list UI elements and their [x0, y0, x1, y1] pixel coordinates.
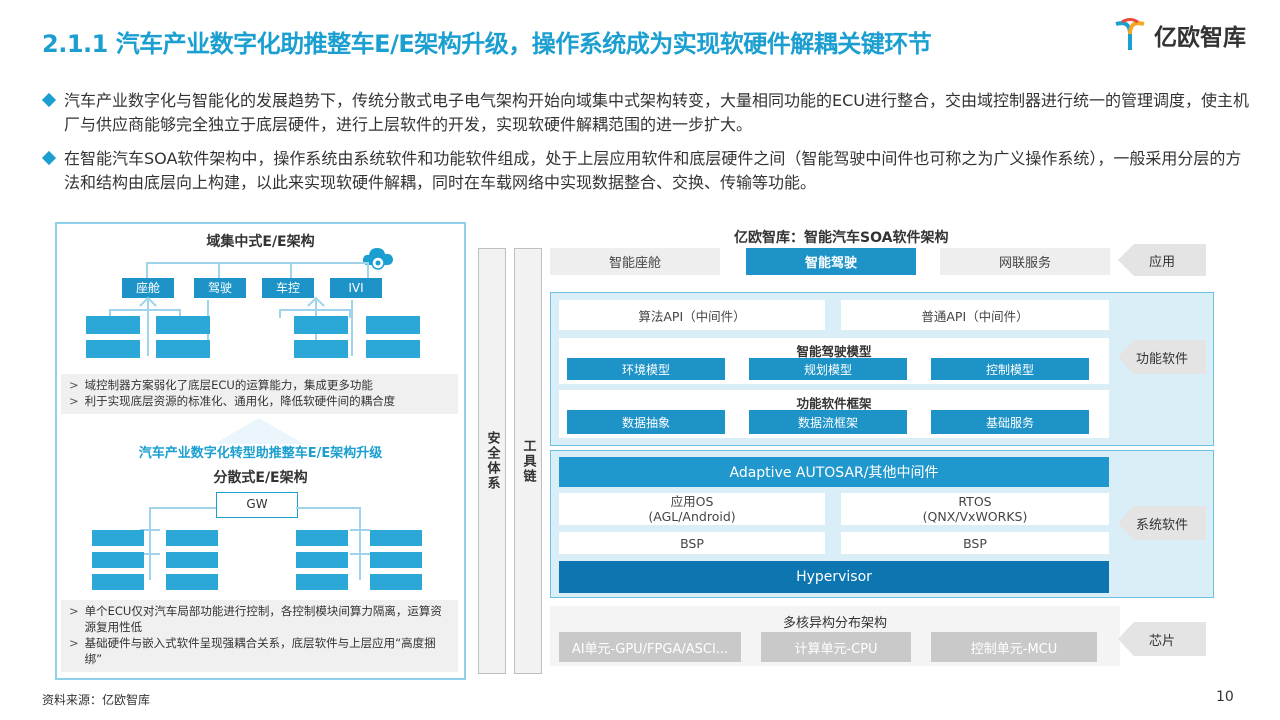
ecu-block	[156, 316, 210, 334]
adaptive-autosar: Adaptive AUTOSAR/其他中间件	[559, 457, 1109, 487]
ecu-block	[294, 340, 348, 358]
diamond-bullet-icon	[41, 92, 57, 108]
framework-title: 功能软件框架	[796, 396, 872, 411]
cloud-icon	[362, 248, 393, 270]
ecu-block	[92, 530, 144, 546]
application-os: 应用OS (AGL/Android)	[559, 493, 825, 525]
logo-text: 亿欧智库	[1154, 25, 1246, 51]
domain-driving: 驾驶	[194, 278, 246, 298]
domain-notes: >域控制器方案弱化了底层ECU的运算能力，集成更多功能 >利于实现底层资源的标准…	[61, 374, 458, 414]
ecu-block	[366, 340, 420, 358]
arrow-right-icon: >	[69, 636, 79, 650]
tree-line	[146, 262, 148, 278]
diamond-bullet-icon	[41, 150, 57, 166]
arrow-right-icon: >	[69, 378, 79, 392]
bullet-text: 在智能汽车SOA软件架构中，操作系统由系统软件和功能软件组成，处于上层应用软件和…	[64, 149, 1242, 192]
domain-arch-title: 域集中式E/E架构	[206, 234, 315, 250]
algorithm-api: 算法API（中间件）	[559, 300, 825, 330]
safety-system-bar: 安全体系	[478, 248, 506, 674]
domain-cockpit: 座舱	[122, 278, 174, 298]
basic-services: 基础服务	[931, 410, 1089, 434]
ecu-block	[366, 316, 420, 334]
ecu-block	[92, 574, 144, 590]
domain-ivi: IVI	[330, 278, 382, 298]
tag-application: 应用	[1118, 244, 1206, 276]
control-model: 控制模型	[931, 358, 1089, 380]
app-connected-services: 网联服务	[940, 248, 1110, 275]
gateway-box: GW	[216, 492, 298, 518]
bsp-right: BSP	[841, 532, 1109, 554]
chip-arch-title: 多核异构分布架构	[782, 616, 887, 631]
dataflow-framework: 数据流框架	[749, 410, 907, 434]
arch-title: 亿欧智库：智能汽车SOA软件架构	[734, 230, 949, 246]
bullet-2: 在智能汽车SOA软件架构中，操作系统由系统软件和功能软件组成，处于上层应用软件和…	[41, 147, 1254, 195]
arrow-right-icon: >	[69, 604, 79, 618]
page-title: 2.1.1 汽车产业数字化助推整车E/E架构升级，操作系统成为实现软硬件解耦关键…	[42, 30, 932, 58]
ecu-block	[92, 552, 144, 568]
ee-architecture-panel	[55, 222, 466, 680]
domain-vehicle-control: 车控	[262, 278, 314, 298]
tree-line	[218, 262, 220, 278]
arrow-right-icon: >	[69, 394, 79, 408]
ecu-block	[166, 530, 218, 546]
planning-model: 规划模型	[749, 358, 907, 380]
distributed-arch-title: 分散式E/E架构	[213, 470, 308, 486]
tag-chip: 芯片	[1118, 622, 1206, 656]
brand-logo: 亿欧智库	[1112, 18, 1246, 52]
ecu-block	[370, 530, 422, 546]
logo-icon	[1115, 18, 1145, 50]
ecu-block	[370, 552, 422, 568]
distributed-connector-lines	[140, 507, 370, 580]
page-number: 10	[1216, 689, 1234, 705]
tree-line	[290, 262, 292, 278]
ecu-block	[296, 574, 348, 590]
driving-model-title: 智能驾驶模型	[796, 344, 872, 359]
chip-control-unit: 控制单元-MCU	[931, 632, 1097, 662]
app-smart-cockpit: 智能座舱	[550, 248, 720, 275]
tree-line	[146, 262, 368, 264]
environment-model: 环境模型	[567, 358, 725, 380]
tree-line	[367, 262, 369, 278]
tag-system-software: 系统软件	[1118, 506, 1206, 540]
ecu-block	[86, 340, 140, 358]
source-note: 资料来源：亿欧智库	[42, 693, 151, 707]
up-arrow-icon	[214, 418, 304, 444]
distributed-notes: >单个ECU仅对汽车局部功能进行控制，各控制模块间算力隔离，运算资源复用性低 >…	[61, 600, 458, 672]
ecu-block	[296, 552, 348, 568]
ecu-block	[294, 316, 348, 334]
chip-compute-unit: 计算单元-CPU	[761, 632, 911, 662]
rtos: RTOS (QNX/VxWORKS)	[841, 493, 1109, 525]
ecu-block	[296, 530, 348, 546]
bsp-left: BSP	[559, 532, 825, 554]
ecu-block	[86, 316, 140, 334]
toolchain-bar: 工具链	[514, 248, 542, 674]
ecu-block	[370, 574, 422, 590]
ecu-block	[156, 340, 210, 358]
chip-ai-unit: AI单元-GPU/FPGA/ASCI...	[559, 632, 741, 662]
general-api: 普通API（中间件）	[841, 300, 1109, 330]
bullet-1: 汽车产业数字化与智能化的发展趋势下，传统分散式电子电气架构开始向域集中式架构转变…	[41, 89, 1254, 137]
app-smart-driving: 智能驾驶	[746, 248, 916, 275]
bullet-text: 汽车产业数字化与智能化的发展趋势下，传统分散式电子电气架构开始向域集中式架构转变…	[64, 91, 1249, 134]
hypervisor: Hypervisor	[559, 561, 1109, 593]
transition-text: 汽车产业数字化转型助推整车E/E架构升级	[138, 446, 383, 461]
ecu-block	[166, 552, 218, 568]
ecu-block	[166, 574, 218, 590]
data-abstraction: 数据抽象	[567, 410, 725, 434]
tag-functional-software: 功能软件	[1118, 340, 1206, 374]
